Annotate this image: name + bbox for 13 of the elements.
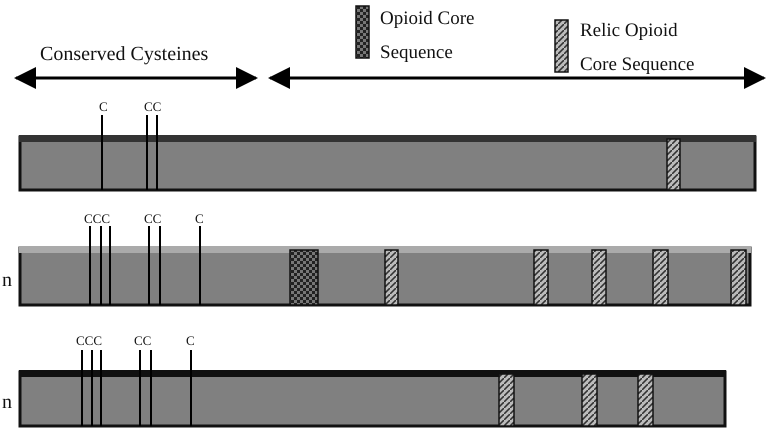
cysteine-label: CC	[144, 212, 162, 225]
cysteine-label: CCC	[76, 334, 102, 347]
cysteine-label: CC	[134, 334, 152, 347]
cysteine-label: C	[99, 100, 108, 113]
row-label: n	[2, 392, 12, 412]
cysteine-label: CC	[144, 100, 162, 113]
legend-text: Relic Opioid Core Sequence	[580, 19, 696, 77]
range-label: Conserved Cysteines	[40, 44, 208, 64]
legend-text: Opioid Core Sequence	[380, 7, 476, 65]
cysteine-label: C	[186, 334, 195, 347]
row-label: n	[2, 270, 12, 290]
cysteine-label: C	[195, 212, 204, 225]
cysteine-label: CCC	[84, 212, 110, 225]
